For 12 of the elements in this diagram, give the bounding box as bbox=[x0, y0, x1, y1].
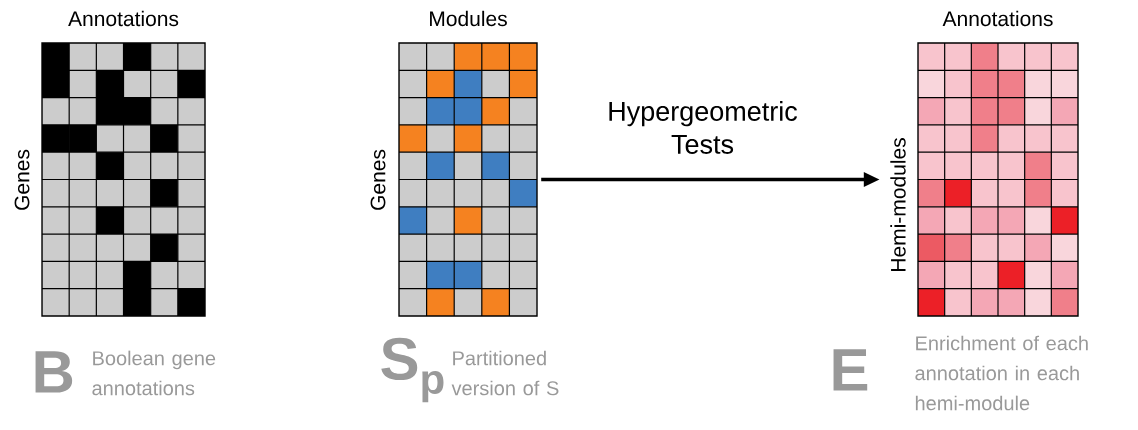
axis-title: Annotations bbox=[942, 10, 1053, 27]
description: Boolean gene annotations bbox=[92, 350, 216, 396]
description: Enrichment of each annotation in each hemi-module bbox=[915, 335, 1088, 411]
axis-title: Genes bbox=[370, 149, 386, 210]
axis-title: Hemi-modules bbox=[890, 138, 906, 271]
description: Partitioned version of S bbox=[451, 350, 559, 396]
panel-letter: E bbox=[833, 349, 868, 391]
axis-title: Modules bbox=[430, 10, 507, 27]
axis-title: Annotations bbox=[68, 10, 179, 27]
panel-letter: S$_{p}$ bbox=[381, 337, 444, 403]
edge-label: Hypergeometric Tests bbox=[609, 101, 798, 154]
axis-title: Genes bbox=[14, 149, 30, 210]
